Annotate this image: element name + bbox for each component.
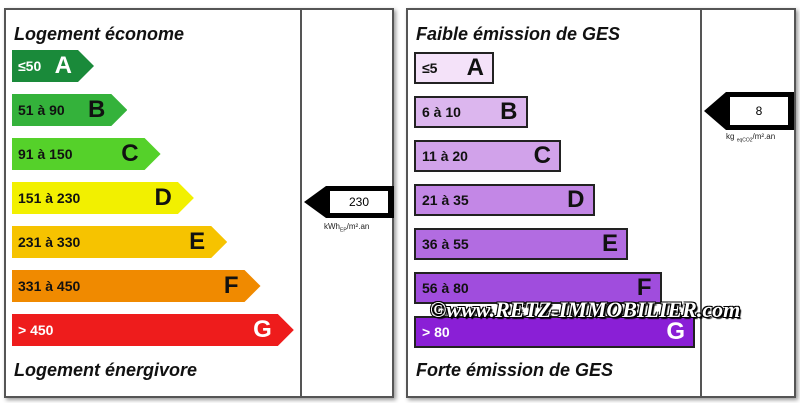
class-letter: C bbox=[121, 140, 139, 167]
class-range: 6 à 10 bbox=[422, 104, 461, 120]
class-letter: G bbox=[666, 318, 685, 345]
class-letter: A bbox=[466, 54, 484, 81]
ges-class-bar-E: 36 à 55 E bbox=[414, 228, 628, 260]
class-range: > 80 bbox=[422, 324, 450, 340]
energy-class-bar-D: 151 à 230 D bbox=[12, 182, 194, 214]
class-range: ≤50 bbox=[18, 58, 42, 74]
energy-class-bar-F: 331 à 450 F bbox=[12, 270, 261, 302]
energy-class-bar-C: 91 à 150 C bbox=[12, 138, 161, 170]
class-letter: B bbox=[500, 98, 518, 125]
class-letter: D bbox=[154, 184, 172, 211]
ges-unit: kg eqCO2/m².an bbox=[726, 132, 776, 144]
class-range: 11 à 20 bbox=[422, 148, 468, 164]
energy-value-arrow: 230 bbox=[304, 186, 394, 218]
ges-class-bar-F: 56 à 80 F bbox=[414, 272, 662, 304]
class-range: 91 à 150 bbox=[18, 146, 73, 162]
class-letter: B bbox=[87, 96, 106, 123]
class-range: 331 à 450 bbox=[18, 278, 81, 294]
class-range: 21 à 35 bbox=[422, 192, 469, 208]
class-range: 51 à 90 bbox=[18, 102, 65, 118]
ges-class-bar-A: ≤5 A bbox=[414, 52, 494, 84]
ges-bottom-label: Forte émission de GES bbox=[416, 360, 614, 380]
class-letter: F bbox=[636, 274, 652, 301]
energy-class-bar-E: 231 à 330 E bbox=[12, 226, 227, 258]
class-letter: E bbox=[601, 230, 618, 257]
energy-class-bar-B: 51 à 90 B bbox=[12, 94, 127, 126]
ges-class-bar-D: 21 à 35 D bbox=[414, 184, 595, 216]
class-range: 231 à 330 bbox=[18, 234, 81, 250]
class-range: 151 à 230 bbox=[18, 190, 81, 206]
energy-class-bar-A: ≤50 A bbox=[12, 50, 94, 82]
class-letter: F bbox=[223, 272, 239, 299]
ges-class-bar-B: 6 à 10 B bbox=[414, 96, 528, 128]
ges-class-bar-C: 11 à 20 C bbox=[414, 140, 561, 172]
class-range: > 450 bbox=[18, 322, 54, 338]
energy-unit: kWhEP/m².an bbox=[324, 222, 370, 234]
class-letter: E bbox=[189, 228, 206, 255]
energy-class-bar-G: > 450 G bbox=[12, 314, 294, 346]
class-letter: A bbox=[54, 52, 72, 79]
class-range: 36 à 55 bbox=[422, 236, 469, 252]
class-range: ≤5 bbox=[422, 60, 438, 76]
class-range: 56 à 80 bbox=[422, 280, 469, 296]
energy-top-label: Logement économe bbox=[14, 24, 185, 44]
energy-value: 230 bbox=[330, 191, 388, 213]
energy-bottom-label: Logement énergivore bbox=[14, 360, 198, 380]
ges-value: 8 bbox=[730, 97, 788, 125]
class-letter: G bbox=[253, 316, 272, 343]
ges-class-bar-G: > 80 G bbox=[414, 316, 695, 348]
ges-top-label: Faible émission de GES bbox=[416, 24, 621, 44]
energy-label-panel: Logement économe ≤50 A 51 à 90 B 91 à 150 C 15… bbox=[4, 8, 394, 398]
watermark: ©www.RETZ-IMMOBILIER.com bbox=[430, 297, 741, 322]
divider bbox=[300, 10, 302, 396]
class-letter: C bbox=[533, 142, 551, 169]
ges-label-panel: Faible émission de GES ≤5 A 6 à 10 B 11 à 20… bbox=[406, 8, 796, 398]
divider bbox=[700, 10, 702, 396]
class-letter: D bbox=[567, 186, 585, 213]
ges-value-arrow: 8 bbox=[704, 92, 794, 130]
